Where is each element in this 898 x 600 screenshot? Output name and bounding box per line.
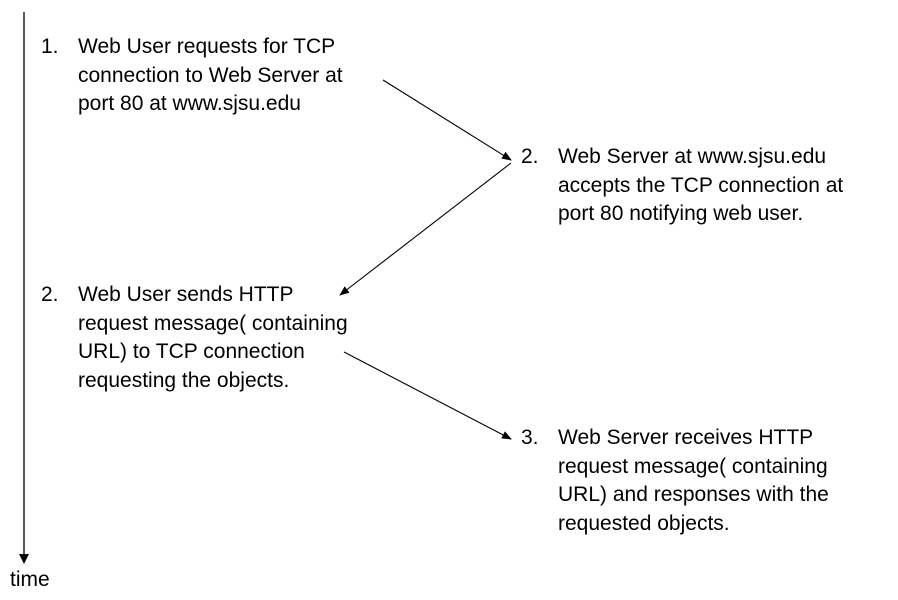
step-text-line: connection to Web Server at: [78, 63, 343, 87]
step-number: 2.: [41, 283, 59, 306]
arrow-http-request: [343, 351, 512, 440]
step-text-line: requesting the objects.: [78, 368, 290, 392]
step-text: Web User requests for TCP connection to …: [78, 33, 343, 119]
step-number: 3.: [521, 426, 539, 449]
time-axis-arrowhead: [19, 554, 29, 564]
step-text: Web User sends HTTP request message( con…: [78, 281, 348, 395]
time-axis-label: time: [10, 568, 50, 591]
step-text-line: port 80 notifying web user.: [558, 202, 804, 225]
step-text-line: Web Server receives HTTP: [558, 426, 814, 449]
step-text-line: request message( containing: [558, 454, 828, 478]
arrow-accept-connection: [339, 162, 512, 296]
step-text-line: URL) and responses with the: [558, 483, 829, 506]
step-text-line: Web User requests for TCP: [78, 35, 336, 58]
step-text-line: Web Server at www.sjsu.edu: [558, 145, 827, 168]
arrow-request-connection: [382, 79, 512, 161]
step-text-line: accepts the TCP connection at: [558, 173, 844, 197]
step-text: Web Server receives HTTP request message…: [558, 424, 829, 538]
step-text-line: request message( containing: [78, 311, 348, 335]
step-number: 1.: [41, 35, 59, 58]
step-text-line: Web User sends HTTP: [78, 283, 294, 306]
step-text: Web Server at www.sjsu.edu accepts the T…: [558, 143, 843, 229]
step-text-line: port 80 at www.sjsu.edu: [78, 92, 301, 115]
step-number: 2.: [521, 145, 539, 168]
step-text-line: URL) to TCP connection: [78, 340, 305, 363]
step-text-line: requested objects.: [558, 511, 730, 535]
